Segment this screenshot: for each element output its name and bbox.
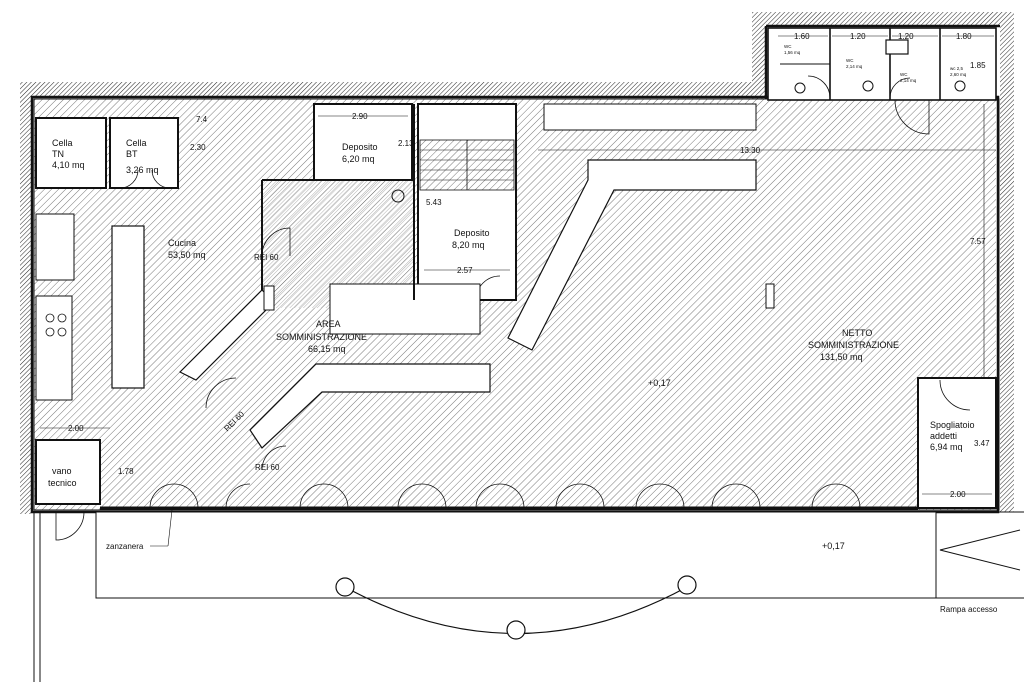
cucina-name: Cucina (168, 238, 196, 248)
wc2-label: WC (846, 58, 854, 63)
wc3-area: 2,14 mq (900, 78, 917, 83)
dim-1-20b: 1.20 (898, 32, 914, 41)
netto-somm-area: 131,50 mq (820, 352, 863, 362)
cella-bt-name-1: Cella (126, 138, 147, 148)
vano-name-2: tecnico (48, 478, 77, 488)
service-counters: AREA SOMMINISTRAZIONE 66,15 mq (178, 103, 775, 449)
wc4-label: wc 2,5 (950, 66, 964, 71)
level-outside: +0,17 (822, 541, 845, 551)
deposito-2-area: 8,20 mq (452, 240, 485, 250)
cold-rooms: Cella TN 4,10 mq Cella BT 3,26 mq (35, 117, 179, 189)
cella-tn-name-1: Cella (52, 138, 73, 148)
vano-name-1: vano (52, 466, 72, 476)
spogliatoio: Spogliatoio addetti 6,94 mq 3.47 2.00 (917, 377, 997, 509)
dim-2-00-left: 2.00 (68, 424, 84, 433)
cucina-area: 53,50 mq (168, 250, 206, 260)
dim-13-30: 13.30 (740, 146, 761, 155)
dim-1-60: 1.60 (794, 32, 810, 41)
rei60-label-3: REI 60 (255, 463, 280, 472)
cella-tn-name-2: TN (52, 149, 64, 159)
area-somm-name-2: SOMMINISTRAZIONE (276, 332, 367, 342)
front-doors (100, 483, 918, 510)
spogliatoio-area: 6,94 mq (930, 442, 963, 452)
dim-5-43: 5.43 (426, 198, 442, 207)
outer-walls (20, 12, 1014, 514)
rei60-label-1: REI 60 (254, 253, 279, 262)
dim-1-78: 1.78 (118, 467, 134, 476)
area-somm-area: 66,15 mq (308, 344, 346, 354)
level-inside: +0,17 (648, 378, 671, 388)
vano-tecnico: vano tecnico 2.00 1.78 (35, 424, 134, 541)
wc1-area: 1,56 mq (784, 50, 801, 55)
deposito-1-name: Deposito (342, 142, 378, 152)
deposito-2: Deposito 8,20 mq 5.43 2.57 (417, 103, 517, 301)
wc4-area: 2,60 mq (950, 72, 967, 77)
spogliatoio-name-2: addetti (930, 431, 957, 441)
dim-2-30: 2.30 (190, 143, 206, 152)
deposito-1: Deposito 6,20 mq 2.90 2.13 (313, 103, 414, 181)
main-hall-label: NETTO SOMMINISTRAZIONE 131,50 mq +0,17 1… (190, 104, 996, 388)
dim-7-57: 7.57 (970, 237, 986, 246)
cella-bt-name-2: BT (126, 149, 138, 159)
dim-1-80: 1.80 (956, 32, 972, 41)
dim-3-47: 3.47 (974, 439, 990, 448)
deposito-2-name: Deposito (454, 228, 490, 238)
wc-block: WC 1,56 mq WC 2,14 mq WC 2,14 mq wc 2,5 … (767, 27, 997, 135)
spogliatoio-name-1: Spogliatoio (930, 420, 975, 430)
dim-2-00-right: 2.00 (950, 490, 966, 499)
dim-2-90: 2.90 (352, 112, 368, 121)
terrace: zanzanera +0,17 Rampa accesso (33, 509, 1024, 682)
wc1-label: WC (784, 44, 792, 49)
dim-7-4: 7.4 (196, 115, 208, 124)
wc2-area: 2,14 mq (846, 64, 863, 69)
zanzanera-label: zanzanera (106, 542, 144, 551)
deposito-1-area: 6,20 mq (342, 154, 375, 164)
kitchen-equipment: Cucina 53,50 mq (35, 213, 206, 401)
dim-2-57: 2.57 (457, 266, 473, 275)
area-somm-name-1: AREA (316, 319, 341, 329)
netto-somm-name-1: NETTO (842, 328, 872, 338)
dim-1-85: 1.85 (970, 61, 986, 70)
dim-1-20a: 1.20 (850, 32, 866, 41)
dim-2-13: 2.13 (398, 139, 414, 148)
wc3-label: WC (900, 72, 908, 77)
cella-bt-area: 3,26 mq (126, 165, 159, 175)
cella-tn-area: 4,10 mq (52, 160, 85, 170)
rampa-label: Rampa accesso (940, 605, 998, 614)
netto-somm-name-2: SOMMINISTRAZIONE (808, 340, 899, 350)
